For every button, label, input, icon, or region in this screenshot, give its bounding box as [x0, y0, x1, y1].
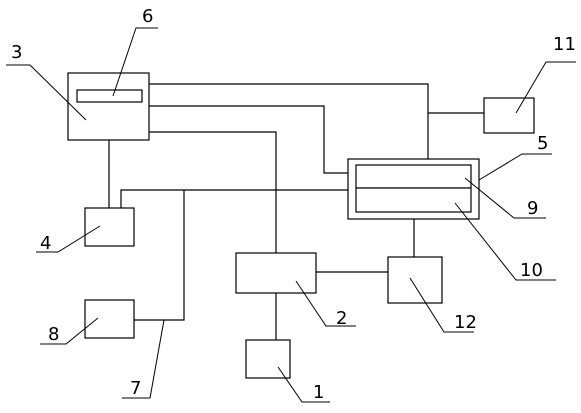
box-1	[245, 339, 291, 379]
label-9: 9	[527, 198, 538, 219]
leader-6	[112, 27, 158, 97]
box-6-inner-slot	[76, 89, 143, 103]
label-7: 7	[130, 378, 141, 399]
box-10-inner-bottom	[355, 187, 472, 213]
wire-bus-to-8	[134, 190, 185, 321]
box-11	[483, 97, 535, 134]
leader-9	[464, 177, 546, 219]
connection-wires	[108, 83, 484, 340]
label-4: 4	[40, 233, 51, 254]
leader-lines	[6, 27, 576, 403]
box-2	[235, 252, 317, 294]
wire-3-to-5-top	[149, 83, 429, 159]
label-3: 3	[11, 42, 22, 63]
leader-7	[122, 319, 165, 399]
leader-4	[36, 225, 101, 253]
box-4	[84, 207, 135, 247]
label-12: 12	[454, 312, 477, 333]
leader-8	[40, 317, 99, 345]
component-3	[67, 72, 150, 141]
leader-5	[478, 153, 552, 181]
wire-3-to-5-mid	[149, 105, 348, 174]
wire-4-to-5	[120, 189, 348, 208]
leader-12	[409, 277, 474, 333]
box-8	[84, 299, 135, 339]
leader-3	[6, 64, 87, 121]
leader-10	[454, 202, 556, 281]
label-6: 6	[142, 6, 153, 27]
label-8: 8	[48, 324, 59, 345]
label-2: 2	[336, 308, 347, 329]
leader-11	[515, 61, 576, 114]
box-3	[67, 72, 150, 141]
box-9-inner-top	[355, 164, 472, 189]
component-5	[347, 158, 480, 220]
reference-numbers: 1 2 3 4 5 6 7 8 9 10 11 12	[11, 6, 576, 403]
label-10: 10	[520, 260, 543, 281]
label-5: 5	[537, 133, 548, 154]
label-1: 1	[313, 382, 324, 403]
label-11: 11	[553, 34, 576, 55]
leader-2	[295, 280, 356, 327]
wire-3-to-2	[149, 131, 277, 253]
leader-1	[277, 366, 330, 403]
box-12	[387, 256, 443, 304]
